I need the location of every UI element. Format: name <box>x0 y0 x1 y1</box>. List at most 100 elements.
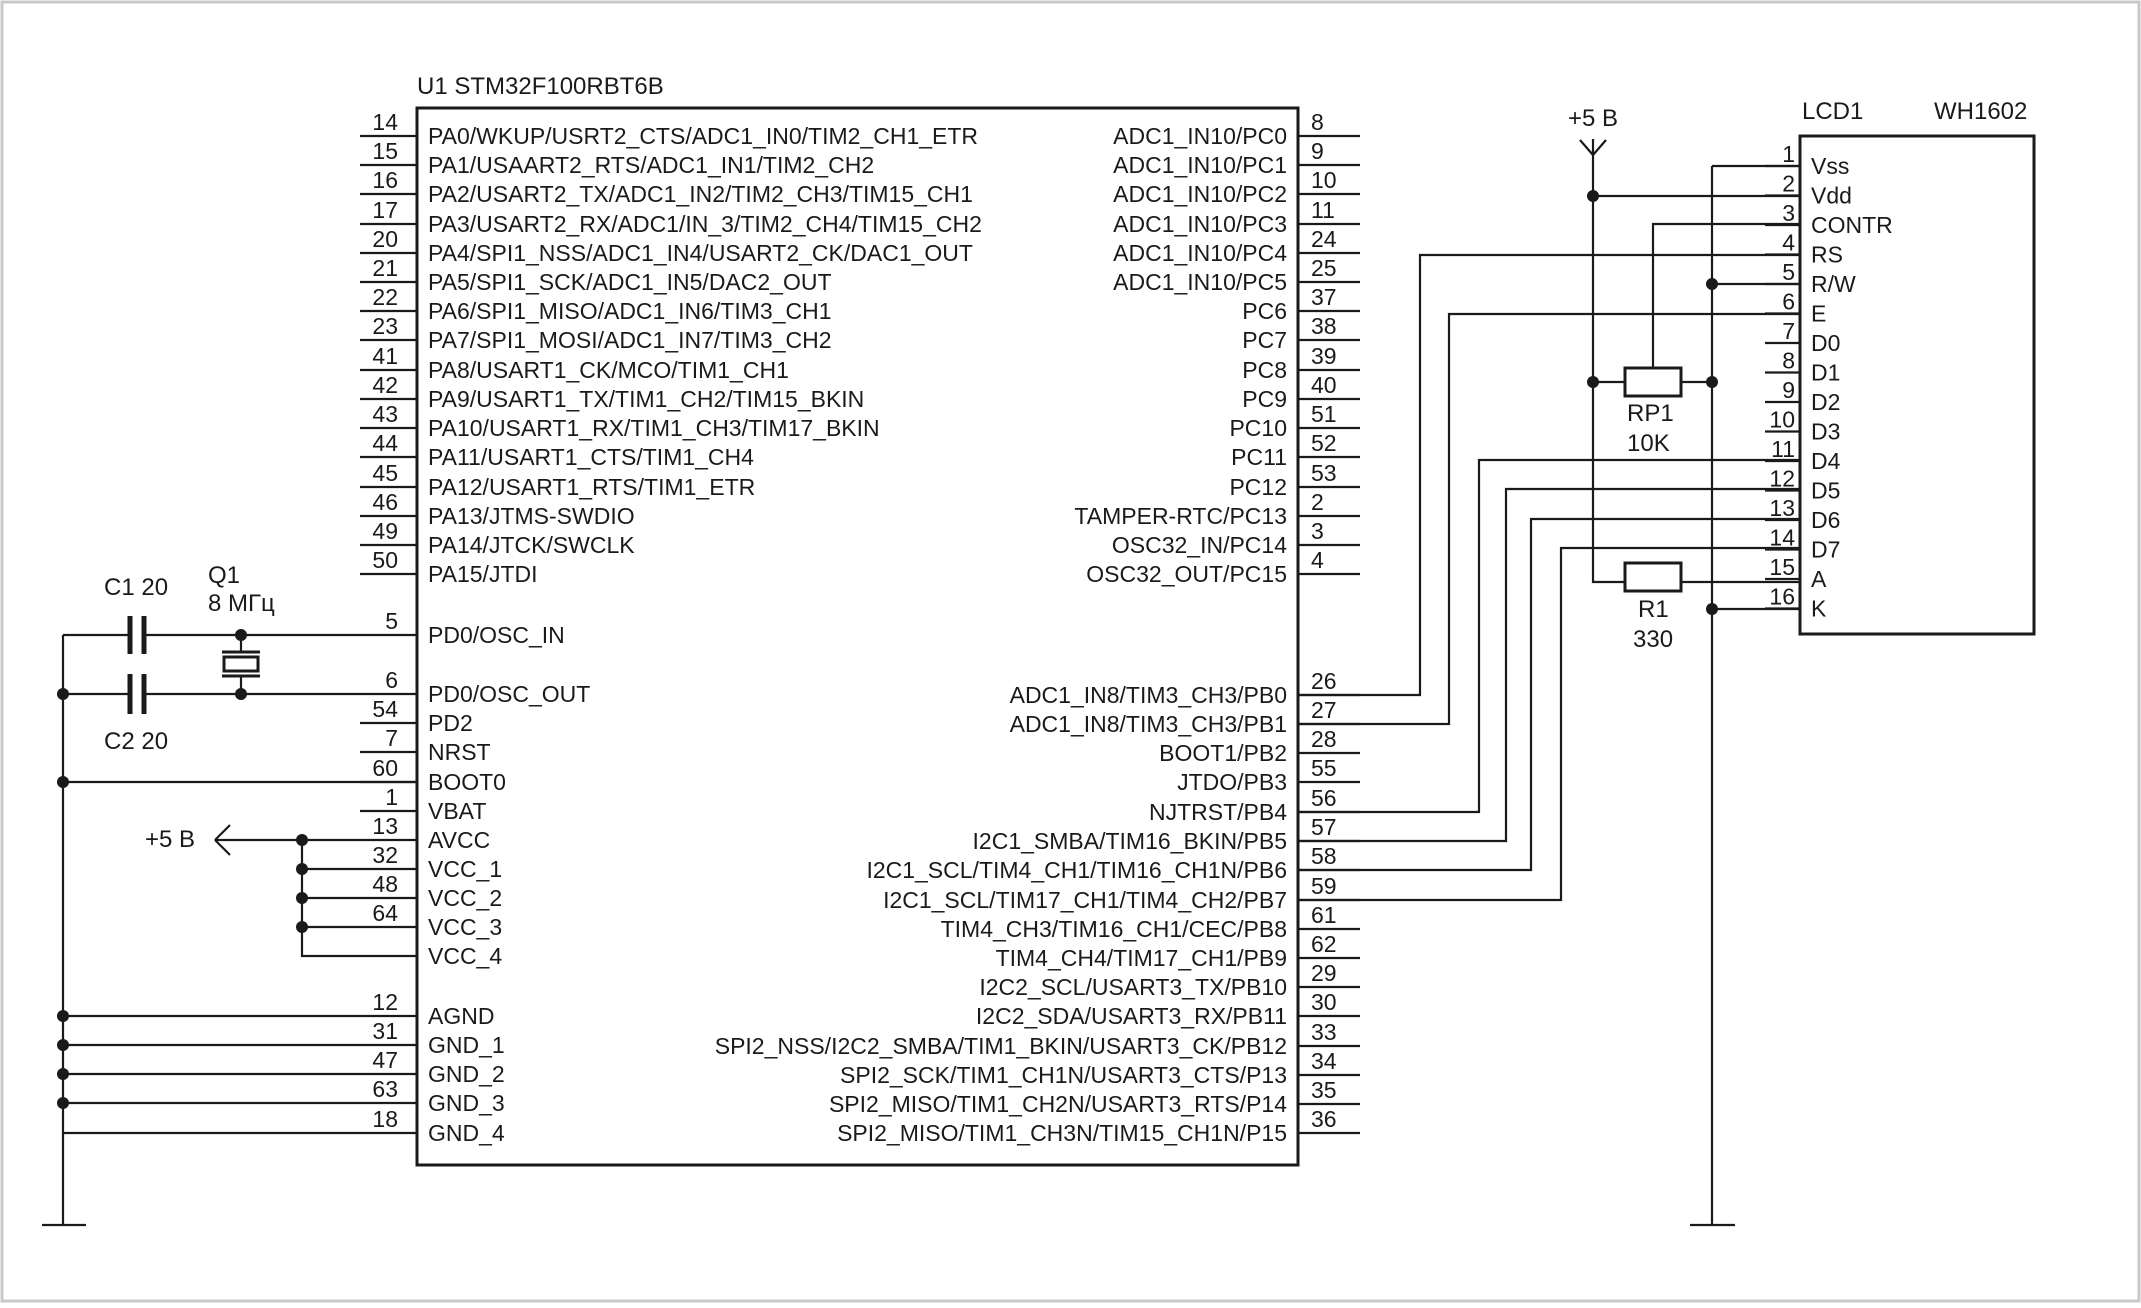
mcu-left-pin-number: 46 <box>372 489 398 515</box>
mcu-left-pin-label: VCC_3 <box>428 914 502 940</box>
mcu-right-pin-label: I2C1_SCL/TIM17_CH1/TIM4_CH2/PB7 <box>883 887 1287 913</box>
mcu-right-pin-label: I2C2_SCL/USART3_TX/PB10 <box>979 974 1287 1000</box>
lcd-pin-number: 3 <box>1782 200 1795 226</box>
lcd-pin-label: E <box>1811 301 1826 327</box>
mcu-left-pin-number: 32 <box>372 842 398 868</box>
mcu-left-pin-number: 15 <box>372 138 398 164</box>
mcu-left-pin-label: PA8/USART1_CK/MCO/TIM1_CH1 <box>428 357 789 383</box>
mcu-right-pin-number: 10 <box>1311 167 1337 193</box>
mcu-right-pin-label: TIM4_CH4/TIM17_CH1/PB9 <box>996 945 1287 971</box>
q1-value: 8 МГц <box>208 590 275 617</box>
mcu-left-pin-label: PA12/USART1_RTS/TIM1_ETR <box>428 474 755 500</box>
mcu-right-pin-number: 30 <box>1311 989 1337 1015</box>
lcd-pin-number: 4 <box>1782 230 1795 256</box>
mcu-left-pin-number: 5 <box>385 608 398 634</box>
mcu-left-pin-label: PA14/JTCK/SWCLK <box>428 532 635 558</box>
mcu-right-pin-number: 51 <box>1311 401 1337 427</box>
mcu-left-pin-number: 12 <box>372 989 398 1015</box>
mcu-right-pin-number: 36 <box>1311 1106 1337 1132</box>
lcd-pin-number: 16 <box>1769 584 1795 610</box>
mcu-left-pin-label: PA7/SPI1_MOSI/ADC1_IN7/TIM3_CH2 <box>428 327 832 353</box>
mcu-right-pin-label: PC6 <box>1242 298 1287 324</box>
mcu-right-pin-label: ADC1_IN10/PC0 <box>1113 123 1287 149</box>
mcu-left-pin-label: PA10/USART1_RX/TIM1_CH3/TIM17_BKIN <box>428 415 880 441</box>
mcu-left-pin-label: PD2 <box>428 710 473 736</box>
mcu-right-pin-label: SPI2_SCK/TIM1_CH1N/USART3_CTS/P13 <box>840 1062 1287 1088</box>
wiring <box>42 139 1800 1227</box>
mcu-left-pin-number: 23 <box>372 313 398 339</box>
lcd-pin-number: 6 <box>1782 289 1795 315</box>
vcc-right-label: +5 В <box>1568 105 1618 132</box>
mcu-right-pin-label: PC8 <box>1242 357 1287 383</box>
d6-wire <box>1298 517 1800 872</box>
mcu-right-pin-label: OSC32_OUT/PC15 <box>1086 561 1287 587</box>
mcu-left-pin-label: GND_4 <box>428 1120 505 1146</box>
mcu-left-pin-label: PA13/JTMS-SWDIO <box>428 503 635 529</box>
mcu-body <box>415 106 1300 1167</box>
mcu-right-pin-number: 52 <box>1311 430 1337 456</box>
mcu-left-pin-number: 44 <box>372 430 398 456</box>
mcu-designator: U1 STM32F100RBT6B <box>417 73 664 100</box>
vcc-left-label: +5 В <box>145 826 195 853</box>
q1-label: Q1 <box>208 562 240 589</box>
mcu-left-pin-number: 16 <box>372 167 398 193</box>
mcu-right-pin-label: NJTRST/PB4 <box>1149 799 1287 825</box>
mcu-left-pin-number: 6 <box>385 667 398 693</box>
mcu-right-pin-label: TAMPER-RTC/PC13 <box>1074 503 1287 529</box>
lcd-pin-label: R/W <box>1811 271 1856 297</box>
mcu-right-pin-label: SPI2_MISO/TIM1_CH3N/TIM15_CH1N/P15 <box>837 1120 1287 1146</box>
lcd-pin-label: Vss <box>1811 153 1849 179</box>
mcu-right-pin-number: 3 <box>1311 518 1324 544</box>
mcu-left-pin-number: 54 <box>372 696 398 722</box>
mcu-left-pin-label: GND_1 <box>428 1032 505 1058</box>
mcu-left-pin-number: 13 <box>372 813 398 839</box>
lcd-designator: LCD1 <box>1802 98 1863 125</box>
mcu-left-pin-label: PA6/SPI1_MISO/ADC1_IN6/TIM3_CH1 <box>428 298 832 324</box>
lcd-pin-label: D7 <box>1811 537 1840 563</box>
mcu-left-pin-label: PA9/USART1_TX/TIM1_CH2/TIM15_BKIN <box>428 386 864 412</box>
mcu-left-pin-number: 45 <box>372 460 398 486</box>
mcu-left-pin-number: 50 <box>372 547 398 573</box>
mcu-right-pins: 8ADC1_IN10/PC09ADC1_IN10/PC110ADC1_IN10/… <box>715 109 1360 1146</box>
crystal-q1 <box>222 650 260 678</box>
lcd-pin-number: 7 <box>1782 318 1795 344</box>
mcu-left-pin-label: BOOT0 <box>428 769 506 795</box>
mcu-right-pin-number: 53 <box>1311 460 1337 486</box>
d7-wire <box>1298 546 1800 902</box>
mcu-right-pin-number: 33 <box>1311 1019 1337 1045</box>
mcu-left-pin-label: VCC_4 <box>428 943 502 969</box>
mcu-left-pin-label: AVCC <box>428 827 490 853</box>
mcu-right-pin-label: ADC1_IN8/TIM3_CH3/PB0 <box>1010 682 1287 708</box>
mcu-right-pin-number: 56 <box>1311 785 1337 811</box>
mcu-right-pin-number: 4 <box>1311 547 1324 573</box>
lcd-pin-label: CONTR <box>1811 212 1893 238</box>
mcu-right-pin-label: BOOT1/PB2 <box>1159 740 1287 766</box>
resistor-r1 <box>1623 561 1683 593</box>
lcd-pin-number: 2 <box>1782 171 1795 197</box>
mcu-left-pin-label: PA3/USART2_RX/ADC1/IN_3/TIM2_CH4/TIM15_C… <box>428 211 982 237</box>
mcu-right-pin-label: ADC1_IN10/PC2 <box>1113 181 1287 207</box>
mcu-right-pin-label: ADC1_IN8/TIM3_CH3/PB1 <box>1010 711 1287 737</box>
lcd-pin-number: 9 <box>1782 377 1795 403</box>
mcu-right-pin-label: SPI2_NSS/I2C2_SMBA/TIM1_BKIN/USART3_CK/P… <box>715 1033 1287 1059</box>
mcu-right-pin-label: PC11 <box>1231 444 1287 470</box>
lcd-pin-number: 8 <box>1782 348 1795 374</box>
mcu-left-pin-number: 1 <box>385 784 398 810</box>
mcu-left-pin-label: PA15/JTDI <box>428 561 538 587</box>
mcu-right-pin-number: 25 <box>1311 255 1337 281</box>
mcu-right-pin-number: 57 <box>1311 814 1337 840</box>
lcd-pin-number: 12 <box>1769 466 1795 492</box>
rp1-value: 10K <box>1627 430 1670 457</box>
vcc-left-arrow <box>214 824 231 856</box>
lcd-pin-number: 5 <box>1782 259 1795 285</box>
lcd-pin-label: D1 <box>1811 360 1840 386</box>
vcc-right-arrow <box>1579 139 1607 156</box>
resistor-rp1 <box>1623 366 1683 398</box>
rs-wire <box>1298 253 1800 697</box>
c1-label: C1 20 <box>104 574 168 601</box>
mcu-left-pin-label: PA1/USAART2_RTS/ADC1_IN1/TIM2_CH2 <box>428 152 874 178</box>
lcd-pin-number: 10 <box>1769 407 1795 433</box>
mcu-right-pin-number: 40 <box>1311 372 1337 398</box>
lcd-pin-number: 15 <box>1769 554 1795 580</box>
